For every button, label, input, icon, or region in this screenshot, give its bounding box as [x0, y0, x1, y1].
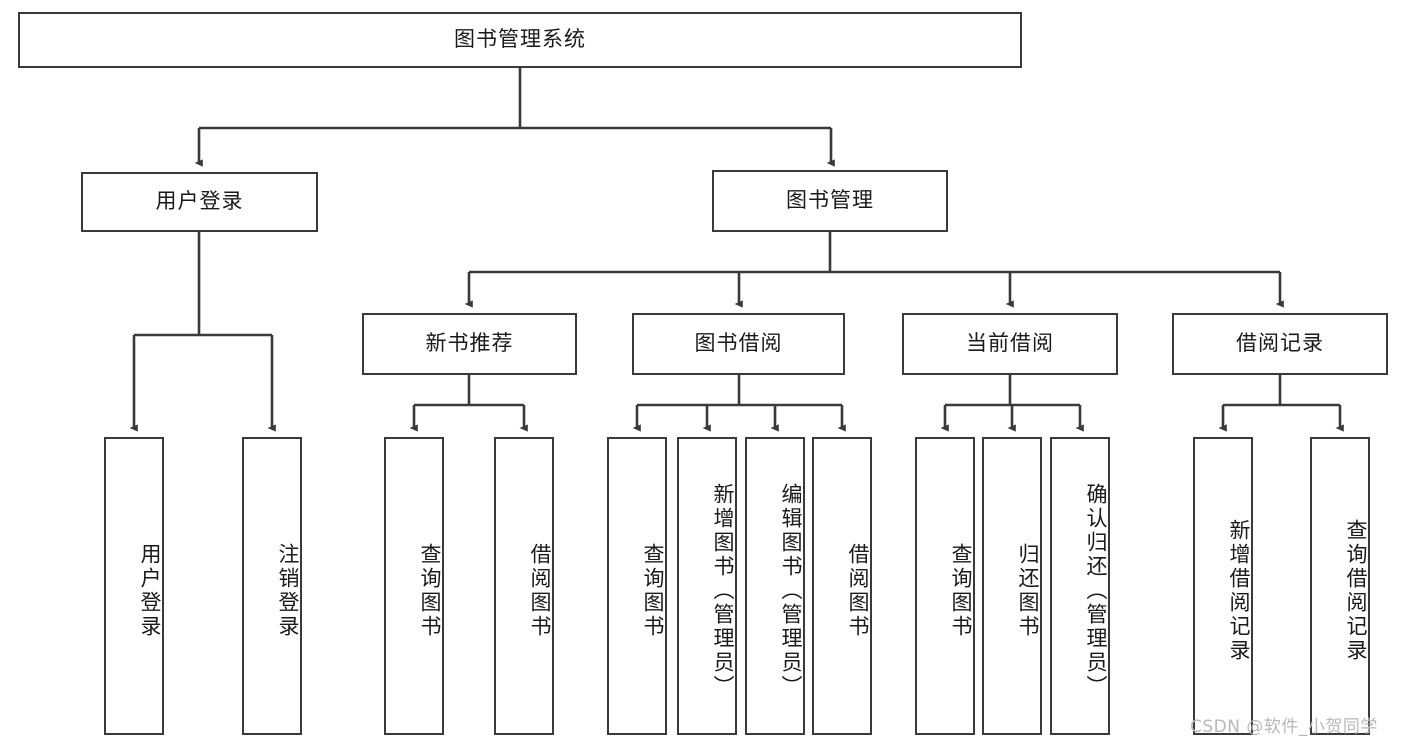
leaf-book-borrow-add[interactable]: 新增图书（管理员）	[677, 437, 737, 735]
node-borrow-record[interactable]: 借阅记录	[1172, 313, 1388, 375]
node-book-borrow[interactable]: 图书借阅	[632, 313, 845, 375]
leaf-current-borrow-return[interactable]: 归还图书	[982, 437, 1042, 735]
leaf-new-book-query[interactable]: 查询图书	[384, 437, 444, 735]
leaf-label: 新增图书（管理员）	[711, 483, 735, 699]
leaf-label: 注销登录	[276, 543, 300, 639]
leaf-book-borrow-query[interactable]: 查询图书	[607, 437, 667, 735]
leaf-label: 编辑图书（管理员）	[779, 483, 803, 699]
leaf-borrow-record-add[interactable]: 新增借阅记录	[1193, 437, 1253, 735]
leaf-label: 新增借阅记录	[1227, 519, 1251, 663]
leaf-label: 查询图书	[418, 543, 442, 639]
leaf-current-borrow-confirm-return[interactable]: 确认归还（管理员）	[1050, 437, 1110, 735]
leaf-label: 查询图书	[949, 543, 973, 639]
leaf-label: 查询借阅记录	[1344, 519, 1368, 663]
node-user-login[interactable]: 用户登录	[81, 172, 318, 232]
leaf-user-login-login[interactable]: 用户登录	[104, 437, 164, 735]
leaf-new-book-borrow[interactable]: 借阅图书	[494, 437, 554, 735]
leaf-book-borrow-borrow[interactable]: 借阅图书	[812, 437, 872, 735]
node-root-system[interactable]: 图书管理系统	[18, 12, 1022, 68]
leaf-label: 查询图书	[641, 543, 665, 639]
leaf-label: 确认归还（管理员）	[1084, 483, 1108, 699]
leaf-borrow-record-query[interactable]: 查询借阅记录	[1310, 437, 1370, 735]
node-new-book-recommend[interactable]: 新书推荐	[362, 313, 577, 375]
leaf-current-borrow-query[interactable]: 查询图书	[915, 437, 975, 735]
leaf-label: 用户登录	[138, 543, 162, 639]
leaf-user-login-logout[interactable]: 注销登录	[242, 437, 302, 735]
leaf-label: 归还图书	[1016, 543, 1040, 639]
watermark: CSDN @软件_小贺同学	[1190, 717, 1378, 737]
leaf-book-borrow-edit[interactable]: 编辑图书（管理员）	[745, 437, 805, 735]
node-current-borrow[interactable]: 当前借阅	[902, 313, 1118, 375]
leaf-label: 借阅图书	[846, 543, 870, 639]
leaf-label: 借阅图书	[528, 543, 552, 639]
node-book-management[interactable]: 图书管理	[712, 170, 948, 232]
